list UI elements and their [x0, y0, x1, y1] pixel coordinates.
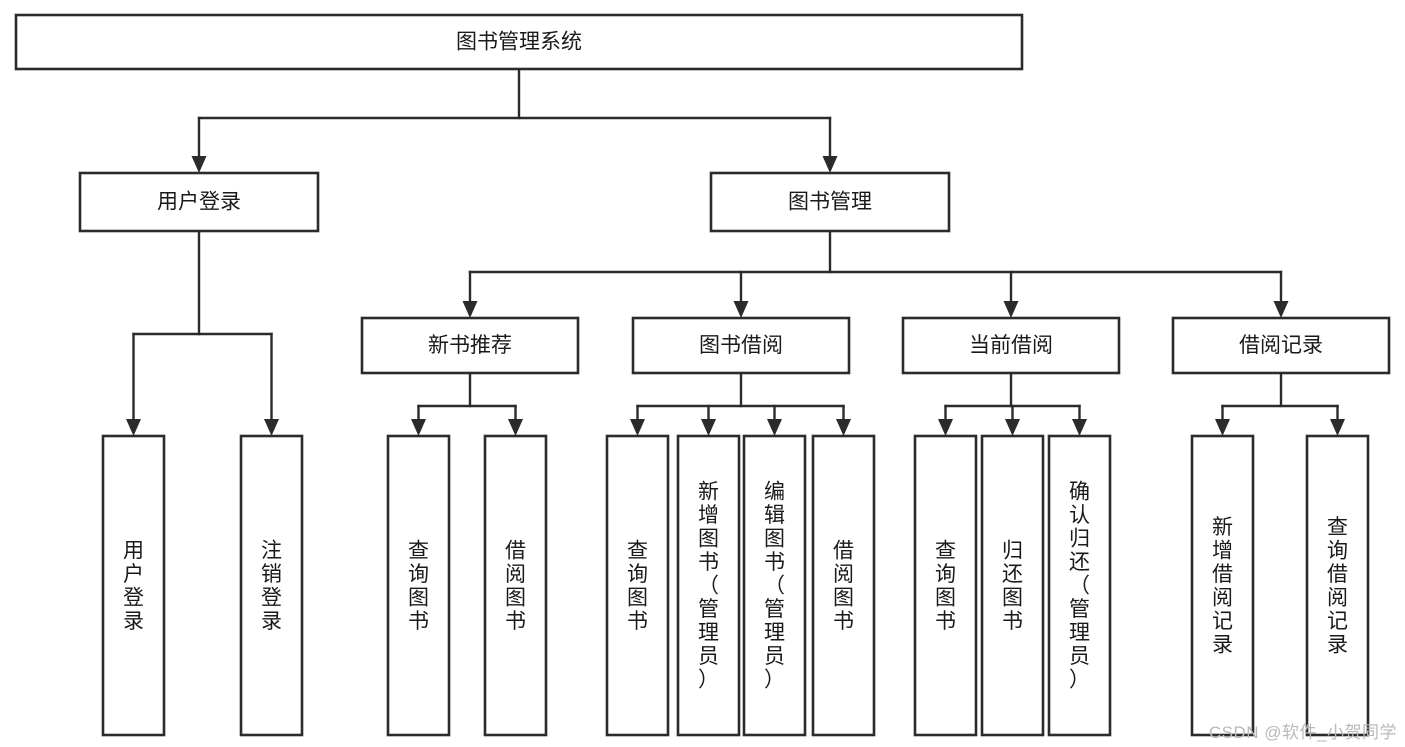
node-label: 用户登录: [157, 191, 241, 214]
arrow-head-icon: [1330, 419, 1345, 436]
node-leaf-logout[interactable]: 注销登录: [239, 434, 304, 737]
node-current-borrow[interactable]: 当前借阅: [901, 316, 1121, 375]
node-label: 图书借阅: [699, 334, 783, 357]
node-leaf-borrow-book-rec[interactable]: 借阅图书: [483, 434, 548, 737]
node-label: 查询图书: [935, 539, 956, 633]
node-leaf-confirm-return[interactable]: 确认归还（管理员）: [1047, 434, 1112, 737]
node-leaf-query-book-cur[interactable]: 查询图书: [913, 434, 978, 737]
node-leaf-add-book[interactable]: 新增图书（管理员）: [676, 434, 741, 737]
connectors-layer: [126, 67, 1345, 436]
node-leaf-query-book-rec[interactable]: 查询图书: [386, 434, 451, 737]
node-new-book-rec[interactable]: 新书推荐: [360, 316, 580, 375]
node-label: 借阅图书: [833, 539, 854, 633]
arrow-head-icon: [508, 419, 523, 436]
node-leaf-query-book-borrow[interactable]: 查询图书: [605, 434, 670, 737]
node-leaf-query-record[interactable]: 查询借阅记录: [1305, 434, 1370, 737]
node-label: 确认归还（管理员）: [1069, 481, 1090, 692]
node-leaf-user-login[interactable]: 用户登录: [101, 434, 166, 737]
node-book-borrow[interactable]: 图书借阅: [631, 316, 851, 375]
boxes-layer: 图书管理系统用户登录图书管理新书推荐图书借阅当前借阅借阅记录用户登录注销登录查询…: [14, 13, 1391, 737]
arrow-head-icon: [1273, 301, 1289, 318]
node-label: 借阅记录: [1239, 334, 1323, 357]
node-user-login[interactable]: 用户登录: [78, 171, 320, 233]
arrow-head-icon: [462, 301, 478, 318]
node-leaf-add-record[interactable]: 新增借阅记录: [1190, 434, 1255, 737]
node-label: 查询图书: [627, 539, 648, 633]
arrow-head-icon: [1005, 419, 1020, 436]
node-label: 当前借阅: [969, 334, 1053, 357]
node-label: 注销登录: [261, 539, 282, 633]
node-label: 借阅图书: [505, 539, 526, 633]
arrow-head-icon: [733, 301, 749, 318]
node-label: 归还图书: [1002, 539, 1023, 633]
node-label: 用户登录: [123, 539, 144, 633]
arrow-head-icon: [264, 419, 279, 436]
arrow-head-icon: [1215, 419, 1230, 436]
node-label: 图书管理: [788, 191, 872, 214]
node-label: 查询借阅记录: [1327, 516, 1348, 657]
node-book-manage[interactable]: 图书管理: [709, 171, 951, 233]
node-label: 新增图书（管理员）: [698, 481, 719, 692]
arrow-head-icon: [630, 419, 645, 436]
arrow-head-icon: [1072, 419, 1087, 436]
arrow-head-icon: [836, 419, 851, 436]
node-leaf-return-book[interactable]: 归还图书: [980, 434, 1045, 737]
node-leaf-borrow-book[interactable]: 借阅图书: [811, 434, 876, 737]
arrow-head-icon: [767, 419, 782, 436]
node-borrow-record[interactable]: 借阅记录: [1171, 316, 1391, 375]
node-leaf-edit-book[interactable]: 编辑图书（管理员）: [742, 434, 807, 737]
arrow-head-icon: [822, 156, 838, 173]
arrow-head-icon: [701, 419, 716, 436]
node-label: 图书管理系统: [456, 31, 582, 54]
node-label: 编辑图书（管理员）: [764, 481, 785, 692]
node-label: 新增借阅记录: [1212, 516, 1233, 657]
node-root-system[interactable]: 图书管理系统: [14, 13, 1024, 71]
arrow-head-icon: [1003, 301, 1019, 318]
node-label: 新书推荐: [428, 334, 512, 357]
node-label: 查询图书: [408, 539, 429, 633]
arrow-head-icon: [938, 419, 953, 436]
arrow-head-icon: [126, 419, 141, 436]
arrow-head-icon: [411, 419, 426, 436]
arrow-head-icon: [191, 156, 207, 173]
